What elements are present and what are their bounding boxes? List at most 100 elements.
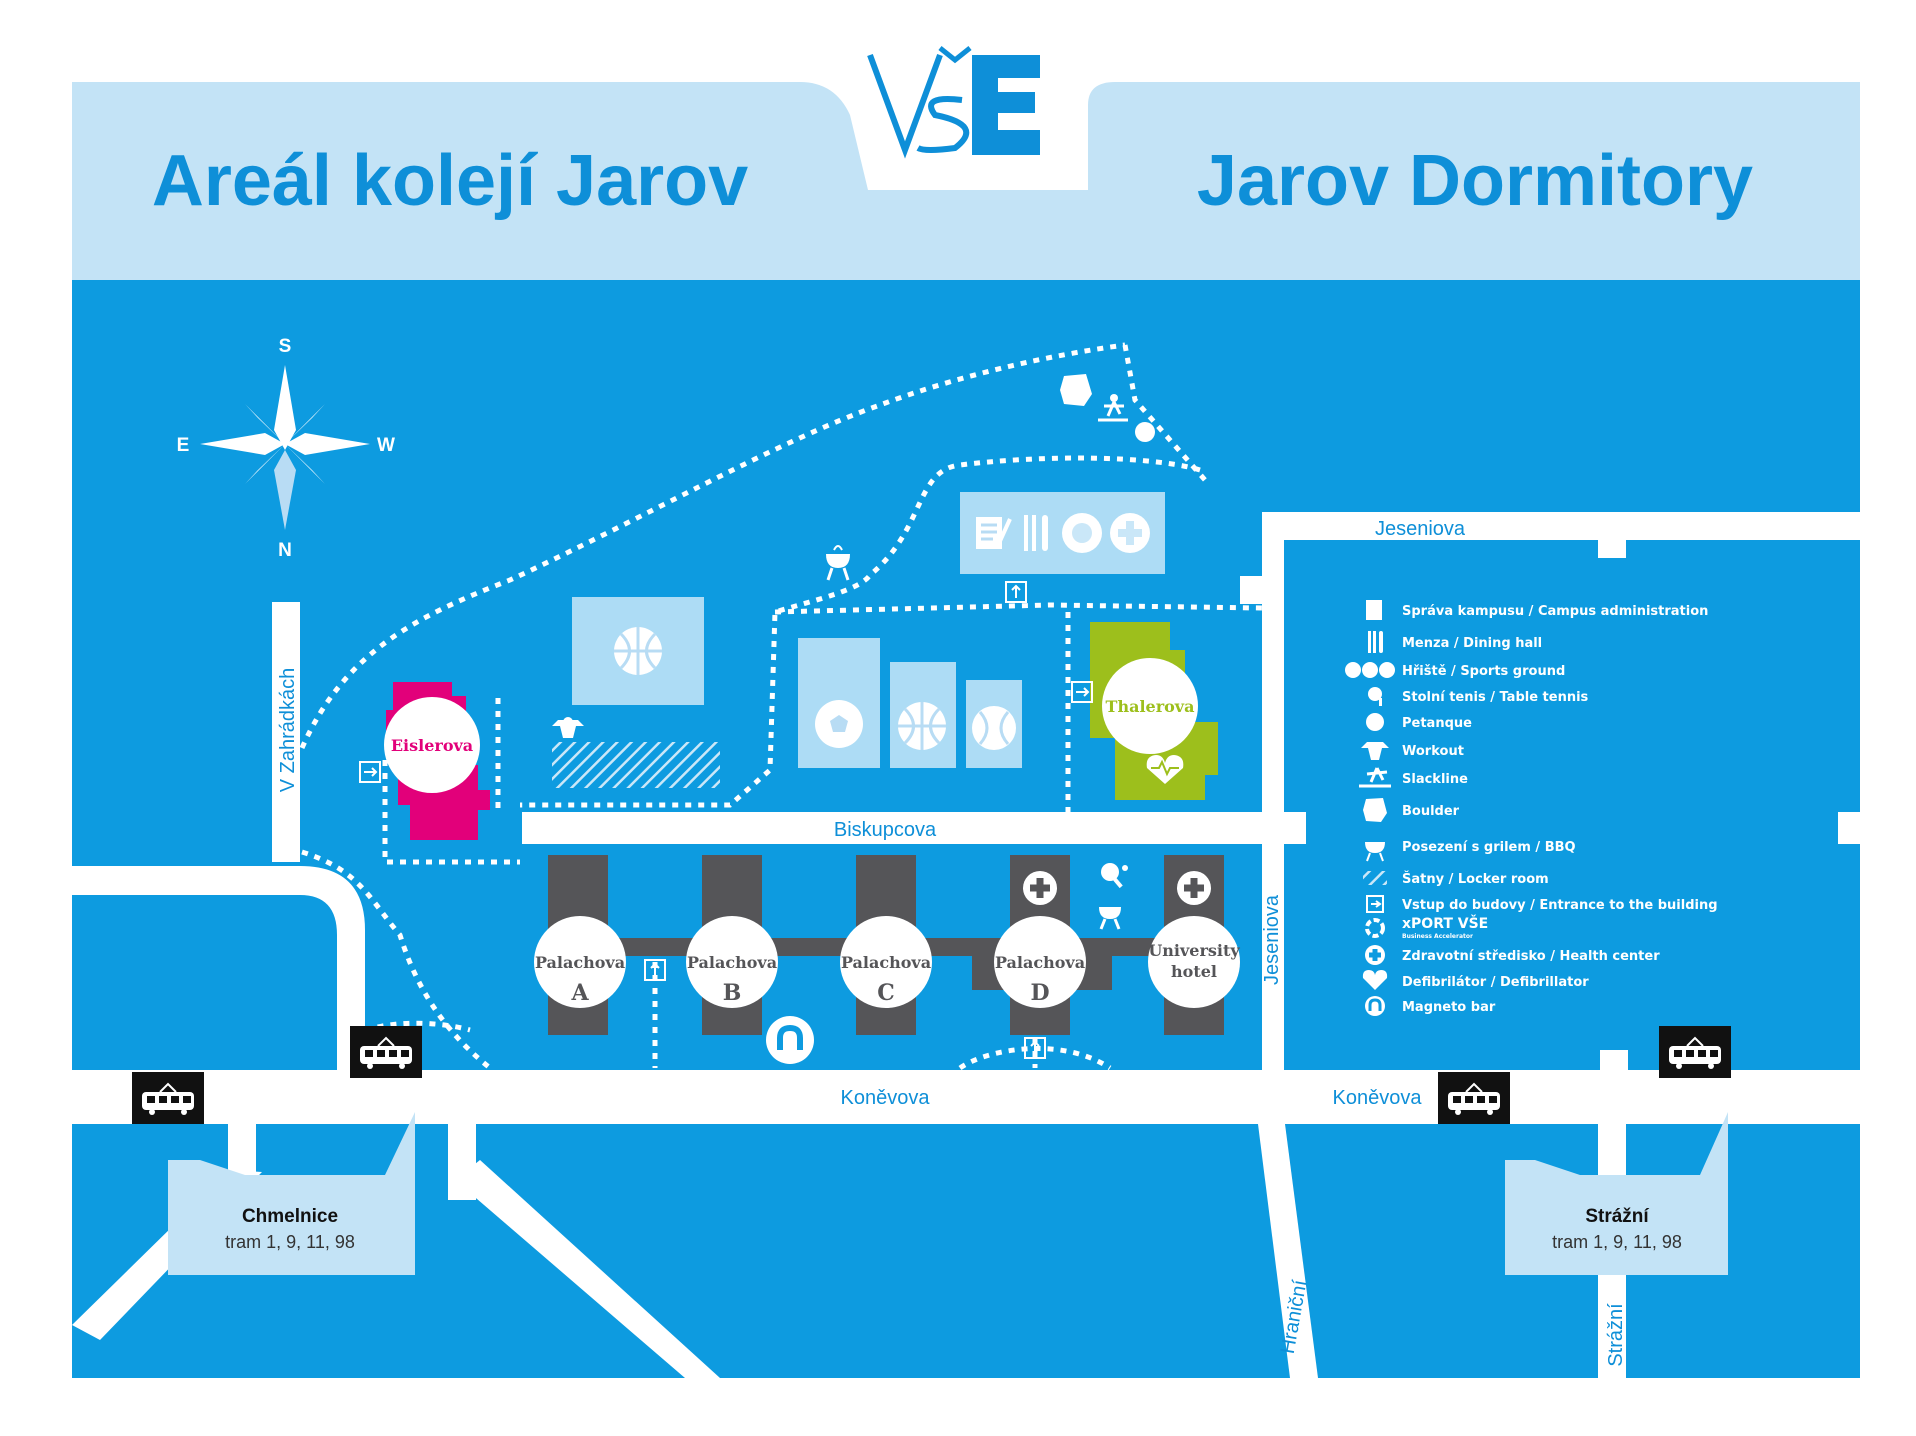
compass-rose: S N E W bbox=[177, 336, 395, 561]
eislerova-building: Eislerova bbox=[384, 682, 490, 840]
street-konevova-left: Koněvova bbox=[841, 1087, 931, 1109]
palachova-c-name: Palachova bbox=[841, 953, 931, 972]
cutlery-icon bbox=[1024, 515, 1048, 551]
workout-icon bbox=[552, 717, 584, 738]
legend-label: Posezení s grilem / BBQ bbox=[1402, 840, 1576, 855]
entrance-icon bbox=[1366, 895, 1384, 913]
entrance-icon bbox=[359, 761, 381, 783]
legend-label: Menza / Dining hall bbox=[1402, 636, 1542, 651]
street-v-zahradkach: V Zahrádkách bbox=[277, 668, 299, 793]
entrance-icon bbox=[1071, 681, 1093, 703]
table-tennis-icon bbox=[1101, 863, 1128, 889]
stop-strazni-name: Strážní bbox=[1585, 1206, 1649, 1227]
table-tennis-icon bbox=[1368, 687, 1382, 706]
stop-chmelnice-lines: tram 1, 9, 11, 98 bbox=[225, 1232, 355, 1252]
xport-icon bbox=[1365, 918, 1385, 938]
legend-label: Šatny / Locker room bbox=[1402, 871, 1549, 887]
health-center-icon bbox=[1023, 871, 1057, 905]
bbq-icon bbox=[1099, 907, 1121, 930]
compass-east: E bbox=[177, 435, 190, 456]
tram-icon bbox=[132, 1072, 204, 1124]
bbq-icon bbox=[1365, 842, 1385, 862]
street-jeseniova-side: Jeseniova bbox=[1261, 894, 1283, 985]
tram-icon bbox=[1438, 1072, 1510, 1124]
hotel-line1: University bbox=[1148, 941, 1240, 960]
stop-chmelnice-name: Chmelnice bbox=[242, 1206, 338, 1227]
tram-stop-chmelnice: Chmelnice tram 1, 9, 11, 98 bbox=[168, 1112, 415, 1275]
building-thalerova: Thalerova bbox=[1106, 697, 1195, 716]
building-eislerova: Eislerova bbox=[391, 736, 473, 755]
petanque-icon bbox=[1135, 422, 1155, 442]
health-center-icon bbox=[1365, 945, 1385, 965]
tram-icon bbox=[1659, 1026, 1731, 1078]
legend-label: Boulder bbox=[1402, 804, 1460, 819]
magneto-icon bbox=[1365, 996, 1385, 1016]
entrance-icon bbox=[1024, 1037, 1046, 1059]
street-konevova-right: Koněvova bbox=[1333, 1087, 1423, 1109]
compass-west: W bbox=[377, 435, 395, 456]
petanque-icon bbox=[1366, 713, 1384, 731]
university-hotel: University hotel bbox=[1148, 916, 1240, 1008]
palachova-d: Palachova D bbox=[994, 916, 1086, 1008]
magneto-icon bbox=[766, 1016, 814, 1064]
legend-items: Správa kampusu / Campus administrationMe… bbox=[1345, 600, 1718, 1016]
vse-logo bbox=[867, 46, 1040, 159]
tram-stop-strazni: Strážní tram 1, 9, 11, 98 bbox=[1505, 1112, 1728, 1275]
boulder-icon bbox=[1363, 798, 1387, 822]
bbq-icon bbox=[826, 545, 850, 581]
road-jeseniova-vertical bbox=[1262, 512, 1284, 1072]
cutlery-icon bbox=[1368, 631, 1383, 653]
title-cz: Areál kolejí Jarov bbox=[152, 141, 748, 221]
street-biskupcova: Biskupcova bbox=[834, 819, 937, 841]
palachova-b-name: Palachova bbox=[687, 953, 777, 972]
tram-icon bbox=[350, 1026, 422, 1078]
legend-label: Workout bbox=[1402, 744, 1464, 759]
slackline-icon bbox=[1098, 394, 1128, 422]
road-biskupcova bbox=[522, 812, 1262, 844]
palachova-complex: Palachova A Palachova B Palachova C Pala… bbox=[534, 855, 1240, 1035]
legend-label: Vstup do budovy / Entrance to the buildi… bbox=[1402, 898, 1718, 913]
road-v-zahradkach bbox=[272, 602, 300, 862]
legend-label: Defibrilátor / Defibrillator bbox=[1402, 975, 1589, 990]
roads bbox=[72, 512, 1860, 1378]
legend-label: Petanque bbox=[1402, 716, 1472, 731]
legend: Správa kampusu / Campus administrationMe… bbox=[1345, 600, 1718, 1016]
palachova-a-name: Palachova bbox=[535, 953, 625, 972]
football-icon bbox=[815, 700, 863, 748]
defibrillator-icon bbox=[1362, 970, 1388, 990]
thalerova-building: Thalerova bbox=[1090, 622, 1218, 800]
palachova-d-name: Palachova bbox=[995, 953, 1085, 972]
admin-building bbox=[960, 492, 1165, 574]
compass-south: S bbox=[279, 336, 292, 357]
palachova-b-letter: B bbox=[723, 980, 742, 1006]
legend-label: Magneto bar bbox=[1402, 1000, 1496, 1015]
legend-label: Stolní tenis / Table tennis bbox=[1402, 690, 1589, 705]
legend-label: Slackline bbox=[1402, 772, 1468, 787]
lifebuoy-icon bbox=[1062, 513, 1102, 553]
basketball-icon bbox=[614, 627, 662, 675]
palachova-c: Palachova C bbox=[840, 916, 932, 1008]
hatch-icon bbox=[1363, 871, 1387, 885]
hotel-line2: hotel bbox=[1171, 962, 1217, 981]
palachova-a-letter: A bbox=[570, 980, 589, 1006]
header-band bbox=[72, 82, 1860, 280]
xport-logo-text: xPORT VŠE bbox=[1402, 914, 1488, 932]
stop-strazni-lines: tram 1, 9, 11, 98 bbox=[1552, 1232, 1682, 1252]
legend-label: Správa kampusu / Campus administration bbox=[1402, 604, 1708, 619]
street-strazni: Strážní bbox=[1605, 1303, 1627, 1367]
title-en: Jarov Dormitory bbox=[1197, 141, 1753, 221]
boulder-icon bbox=[1060, 374, 1092, 406]
locker-room bbox=[552, 742, 720, 788]
palachova-a: Palachova A bbox=[534, 916, 626, 1008]
palachova-c-letter: C bbox=[877, 980, 895, 1006]
entrance-icon bbox=[1005, 581, 1027, 603]
street-jeseniova-top: Jeseniova bbox=[1375, 518, 1466, 540]
health-center-icon bbox=[1110, 513, 1150, 553]
compass-north: N bbox=[278, 540, 292, 561]
balls-icon bbox=[1345, 662, 1395, 678]
legend-label: Zdravotní středisko / Health center bbox=[1402, 949, 1660, 964]
legend-label: Hřiště / Sports ground bbox=[1402, 664, 1565, 679]
basketball-icon bbox=[898, 702, 946, 750]
slackline-icon bbox=[1359, 767, 1391, 788]
